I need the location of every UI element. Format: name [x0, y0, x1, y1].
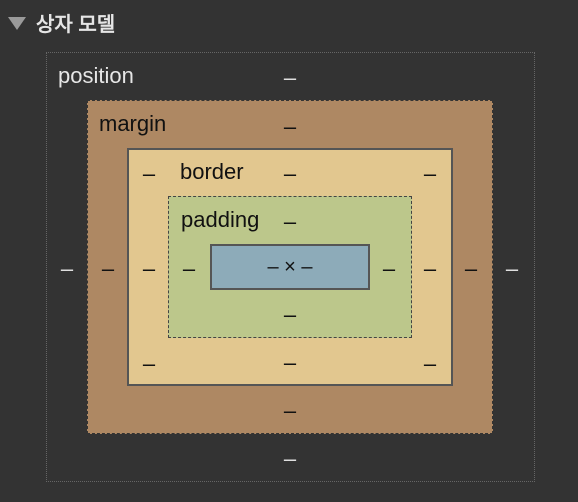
- position-bottom-value[interactable]: –: [283, 446, 297, 471]
- border-top-value[interactable]: –: [283, 161, 297, 186]
- border-bottom-left-value[interactable]: –: [142, 351, 156, 376]
- padding-right-value[interactable]: –: [382, 256, 396, 281]
- border-right-value[interactable]: –: [423, 256, 437, 281]
- content-box: [210, 244, 370, 290]
- border-top-right-value[interactable]: –: [423, 161, 437, 186]
- padding-left-value[interactable]: –: [182, 256, 196, 281]
- position-left-value[interactable]: –: [60, 256, 74, 281]
- margin-right-value[interactable]: –: [464, 256, 478, 281]
- border-bottom-right-value[interactable]: –: [423, 351, 437, 376]
- padding-top-value[interactable]: –: [283, 209, 297, 234]
- border-label: border: [180, 159, 244, 184]
- border-top-left-value[interactable]: –: [142, 161, 156, 186]
- box-model-header[interactable]: 상자 모델: [8, 8, 115, 36]
- margin-label: margin: [99, 111, 167, 136]
- content-size-value[interactable]: – × –: [267, 256, 313, 278]
- margin-left-value[interactable]: –: [101, 256, 115, 281]
- padding-bottom-value[interactable]: –: [283, 302, 297, 327]
- position-box: [46, 52, 535, 482]
- padding-label: padding: [181, 207, 260, 232]
- triangle-down-icon[interactable]: [8, 16, 26, 30]
- margin-bottom-value[interactable]: –: [283, 398, 297, 423]
- border-bottom-value[interactable]: –: [283, 350, 297, 375]
- position-top-value[interactable]: –: [283, 65, 297, 90]
- margin-top-value[interactable]: –: [283, 114, 297, 139]
- position-label: position: [58, 63, 134, 88]
- border-left-value[interactable]: –: [142, 256, 156, 281]
- section-title: 상자 모델: [36, 13, 116, 36]
- position-right-value[interactable]: –: [505, 256, 519, 281]
